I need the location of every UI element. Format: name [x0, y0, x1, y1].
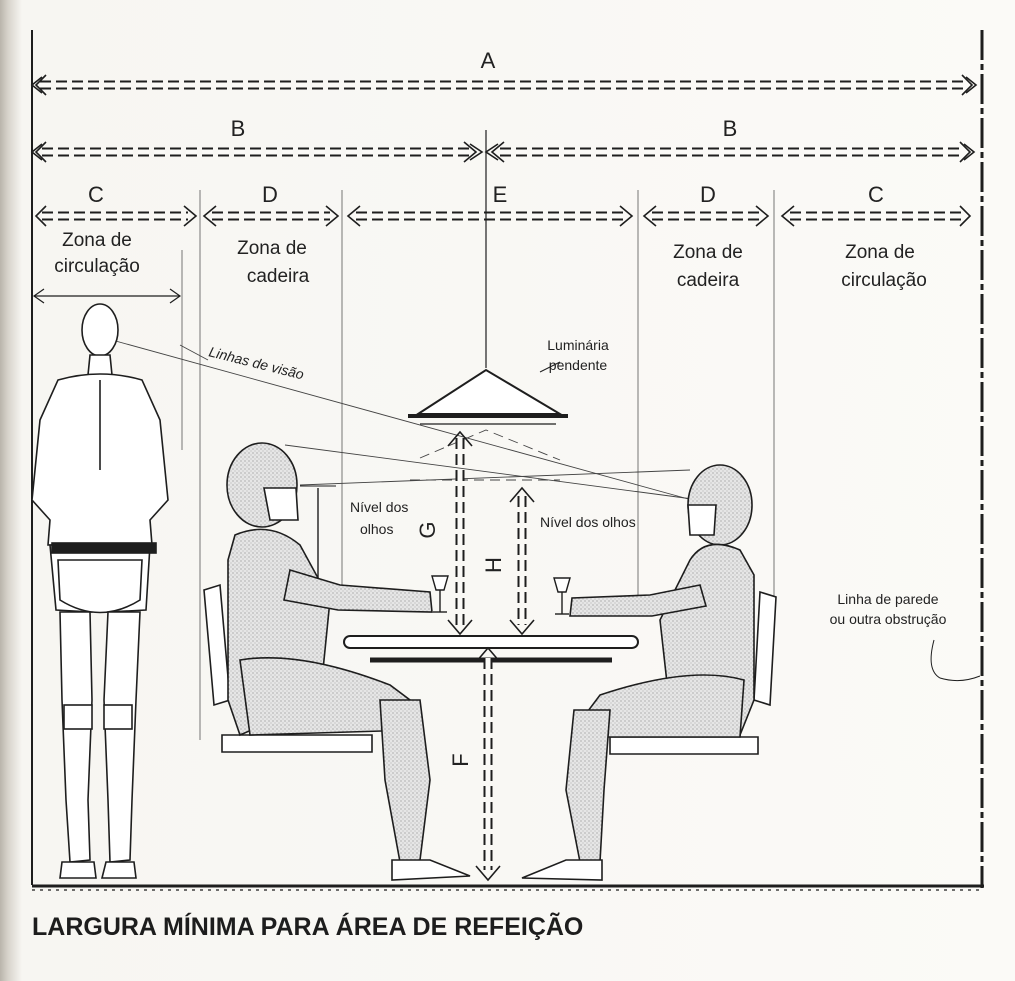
- zone-circulation-left-line1: Zona de: [62, 230, 132, 251]
- dimension-labels: A B B C D E D C G H F: [88, 48, 884, 767]
- zone-chair-left-line1: Zona de: [237, 238, 307, 259]
- zone-circulation-right-line1: Zona de: [845, 242, 915, 263]
- standing-waiter-figure: [31, 303, 169, 879]
- frame-lines: [31, 30, 984, 891]
- wall-line-label-line1: Linha de parede: [837, 591, 938, 607]
- label-a: A: [481, 48, 496, 73]
- dimension-line-cde: [34, 205, 972, 227]
- label-b-right: B: [723, 116, 738, 141]
- label-b-left: B: [231, 116, 246, 141]
- pendant-lamp-label-line1: Luminária: [547, 337, 609, 353]
- dimension-rows: [30, 74, 978, 740]
- pendant-lamp-label-line2: pendente: [549, 357, 608, 373]
- sight-label-leader: [179, 344, 209, 361]
- circulation-arrow: [32, 288, 182, 304]
- zone-circulation-left-line2: circulação: [54, 256, 140, 277]
- wall-callout-hook: [930, 639, 981, 682]
- wall-line-label-line2: ou outra obstrução: [830, 611, 947, 627]
- seated-person-right: [521, 464, 777, 881]
- zone-chair-right-line2: cadeira: [677, 270, 740, 291]
- zone-chair-left-line2: cadeira: [247, 266, 310, 287]
- label-g: G: [415, 521, 440, 538]
- diagram-title: LARGURA MÍNIMA PARA ÁREA DE REFEIÇÃO: [32, 911, 583, 941]
- eye-level-left-line1: Nível dos: [350, 499, 408, 515]
- sight-lines-label: Linhas de visão: [207, 343, 305, 382]
- wine-glasses: [431, 575, 571, 615]
- dining-table: [343, 635, 639, 663]
- eye-level-right-label: Nível dos olhos: [540, 514, 636, 530]
- vertical-dimensions: [300, 430, 535, 882]
- zone-dividers: [181, 130, 775, 740]
- zone-labels: Zona de circulação Zona de cadeira Zona …: [54, 230, 927, 291]
- label-f: F: [448, 753, 473, 766]
- label-e: E: [493, 182, 508, 207]
- dimension-line-b: [30, 141, 976, 163]
- pendant-lamp: [408, 361, 568, 425]
- dimension-line-a: [30, 74, 978, 96]
- eye-level-left-line2: olhos: [360, 521, 393, 537]
- label-c-right: C: [868, 182, 884, 207]
- label-d-right: D: [700, 182, 716, 207]
- sight-lines: [111, 339, 711, 506]
- label-c-left: C: [88, 182, 104, 207]
- seated-person-left: [203, 442, 471, 881]
- zone-circulation-right-line2: circulação: [841, 270, 927, 291]
- zone-chair-right-line1: Zona de: [673, 242, 743, 263]
- label-h: H: [481, 557, 506, 573]
- label-d-left: D: [262, 182, 278, 207]
